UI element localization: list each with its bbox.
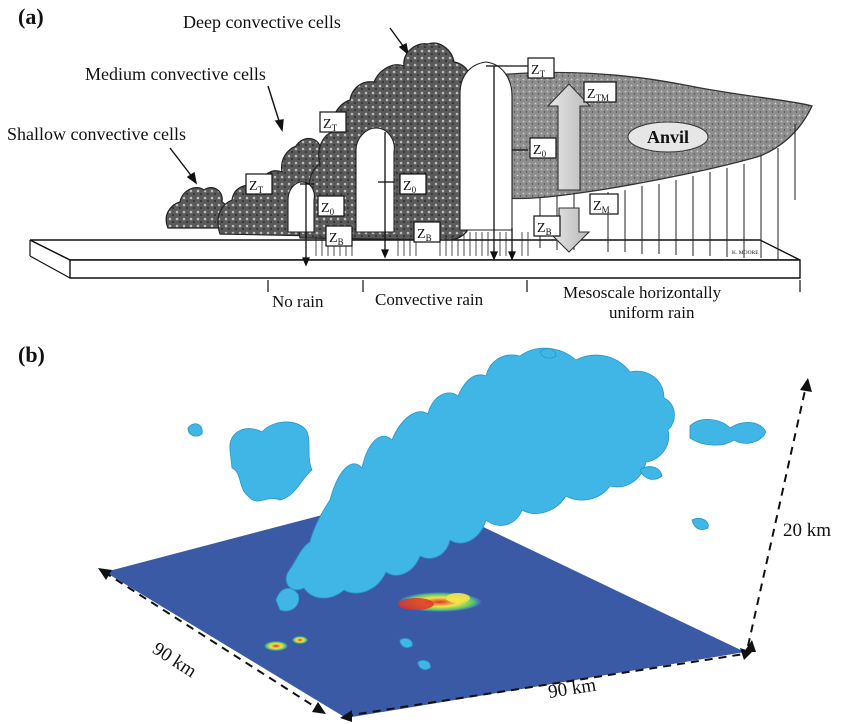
label-no-rain: No rain <box>272 292 324 311</box>
svg-text:ZM: ZM <box>593 199 610 215</box>
marker-zb-shallow: ZB <box>325 225 353 247</box>
marker-zt-shallow: ZT <box>245 173 273 195</box>
label-mesoscale-2: uniform rain <box>609 303 695 322</box>
ground-slab <box>29 239 801 279</box>
svg-text:ZT: ZT <box>531 63 546 79</box>
label-convective-rain: Convective rain <box>375 290 484 309</box>
svg-text:ZT: ZT <box>249 179 264 195</box>
dimension-lines <box>103 385 807 717</box>
precipitation-cores <box>264 592 482 651</box>
label-deep-cells: Deep convective cells <box>183 12 341 32</box>
marker-zb-deep: ZB <box>533 215 561 237</box>
marker-ztm: ZTM <box>583 81 617 103</box>
marker-zm: ZM <box>589 193 619 215</box>
svg-text:ZT: ZT <box>323 117 338 133</box>
radar-echo-clouds <box>187 347 767 670</box>
rain-brackets <box>267 280 801 292</box>
level-arrows <box>300 65 528 267</box>
label-medium-cells: Medium convective cells <box>85 64 266 84</box>
panel-a-tag: (a) <box>18 4 44 29</box>
marker-zt-deep: ZT <box>527 57 555 79</box>
svg-text:ZB: ZB <box>417 227 432 243</box>
svg-text:Z0: Z0 <box>533 143 547 159</box>
panel-b-tag: (b) <box>18 342 45 367</box>
signature: K. MOORE <box>732 250 759 256</box>
anvil-oval <box>627 121 709 153</box>
svg-text:ZTM: ZTM <box>587 87 609 103</box>
dimension-arrowheads <box>98 378 812 722</box>
svg-text:ZB: ZB <box>329 231 344 247</box>
svg-text:Z0: Z0 <box>403 179 417 195</box>
label-mesoscale-1: Mesoscale horizontally <box>563 283 722 302</box>
marker-z0-shallow: Z0 <box>317 195 345 217</box>
marker-z0-deep: Z0 <box>529 137 557 159</box>
svg-text:Z0: Z0 <box>321 201 335 217</box>
pointer-arrows <box>169 27 410 185</box>
big-gray-arrows <box>546 83 592 253</box>
marker-zb-medium: ZB <box>413 221 441 243</box>
marker-zt-medium: ZT <box>319 111 347 133</box>
dim-height-label: 20 km <box>783 520 831 541</box>
svg-text:ZB: ZB <box>537 221 552 237</box>
level-marker-boxes: ZT ZTM ZT Z0 ZT Z0 Z0 ZM <box>245 57 619 247</box>
marker-z0-medium: Z0 <box>399 173 427 195</box>
anvil-label: Anvil <box>647 127 689 147</box>
dim-left-label: 90 km <box>149 638 201 682</box>
label-shallow-cells: Shallow convective cells <box>7 124 186 144</box>
